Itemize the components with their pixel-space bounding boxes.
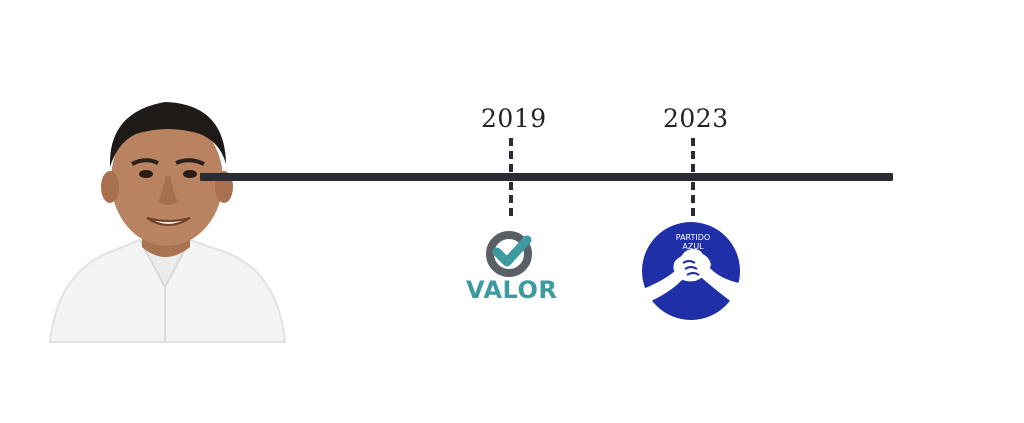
partido-azul-logo: PARTIDO AZUL [642,222,740,320]
check-circle-icon [486,231,532,277]
partido-azul-text-line2: AZUL [682,242,704,251]
year-2023-label: 2023 [663,104,729,133]
timeline-dash-top-2023 [691,138,695,172]
timeline-dash-top-2019 [509,138,513,172]
timeline-dash-bottom-2023 [691,182,695,216]
timeline-dash-bottom-2019 [509,182,513,216]
year-2019-label: 2019 [481,104,547,133]
person-portrait-image [48,102,287,343]
timeline-line [200,173,893,181]
partido-azul-text-line1: PARTIDO [676,233,710,242]
valor-logo-text: VALOR [466,276,558,304]
